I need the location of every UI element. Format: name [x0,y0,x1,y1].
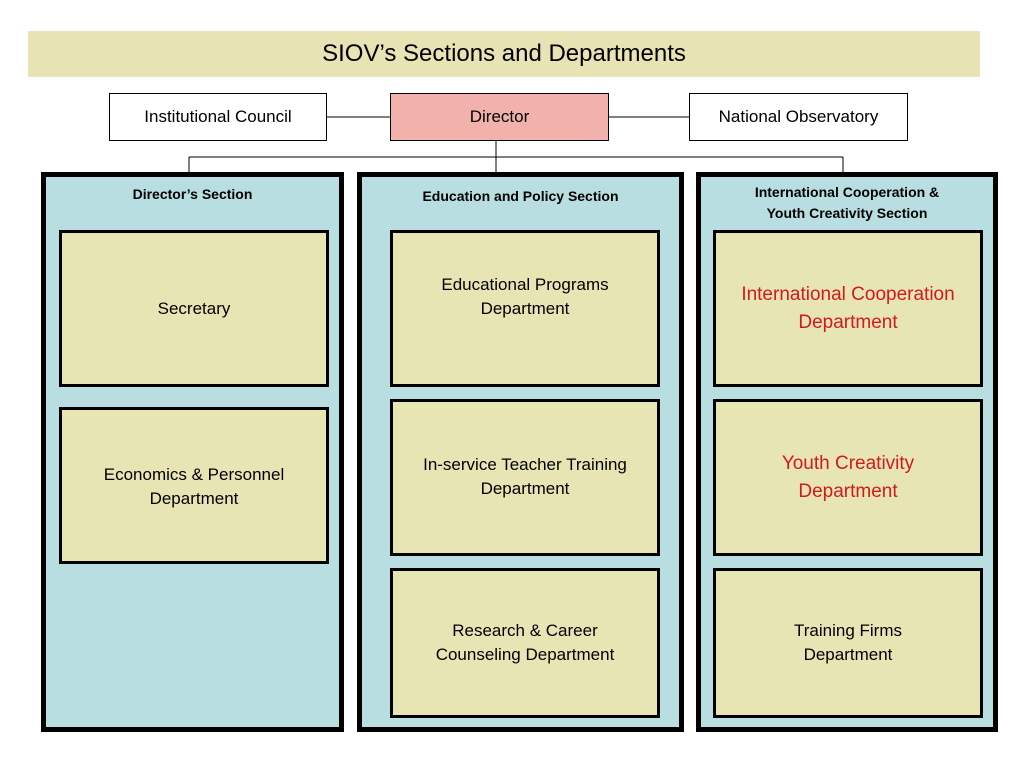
section-title: International Cooperation & Youth Creati… [701,182,993,224]
dept-label-line: Department [480,479,570,498]
org-connectors [188,116,844,172]
economics-personnel-box: Economics & Personnel Department [59,407,329,564]
director-box: Director [390,93,609,141]
intl-cooperation-youth-section: International Cooperation & Youth Creati… [696,172,998,732]
diagram-title: SIOV’s Sections and Departments [28,31,980,77]
dept-label-line: Research & Career [452,621,598,640]
secretary-box: Secretary [59,230,329,387]
youth-creativity-dept-box: Youth Creativity Department [713,399,983,556]
educational-programs-box: Educational Programs Department [390,230,660,387]
dept-label-line: Secretary [157,299,231,318]
dept-label-line: Economics & Personnel [103,465,285,484]
dept-label-line: Educational Programs [441,275,609,294]
dept-label-line: International Cooperation [741,284,955,305]
dept-label-line: Counseling Department [435,645,615,664]
dept-label-line: Training Firms [794,621,902,640]
research-career-box: Research & Career Counseling Department [390,568,660,718]
dept-label-line: Department [149,489,239,508]
institutional-council-box: Institutional Council [109,93,327,141]
section-title: Education and Policy Section [422,188,619,204]
section-title: Director’s Section [132,186,253,202]
section-title-line: International Cooperation & [754,184,940,200]
dept-label-line: Department [480,299,570,318]
section-title-line: Youth Creativity Section [766,205,928,221]
training-firms-dept-box: Training Firms Department [713,568,983,718]
national-observatory-box: National Observatory [689,93,908,141]
dept-label-line: In-service Teacher Training [423,455,627,474]
dept-label-line: Department [803,645,893,664]
dept-label-line: Youth Creativity [781,453,915,474]
directors-section: Director’s Section Secretary Economics &… [41,172,344,732]
intl-cooperation-dept-box: International Cooperation Department [713,230,983,387]
dept-label-line: Department [798,312,898,333]
dept-label-line: Department [798,481,898,502]
teacher-training-box: In-service Teacher Training Department [390,399,660,556]
education-policy-section: Education and Policy Section Educational… [357,172,684,732]
